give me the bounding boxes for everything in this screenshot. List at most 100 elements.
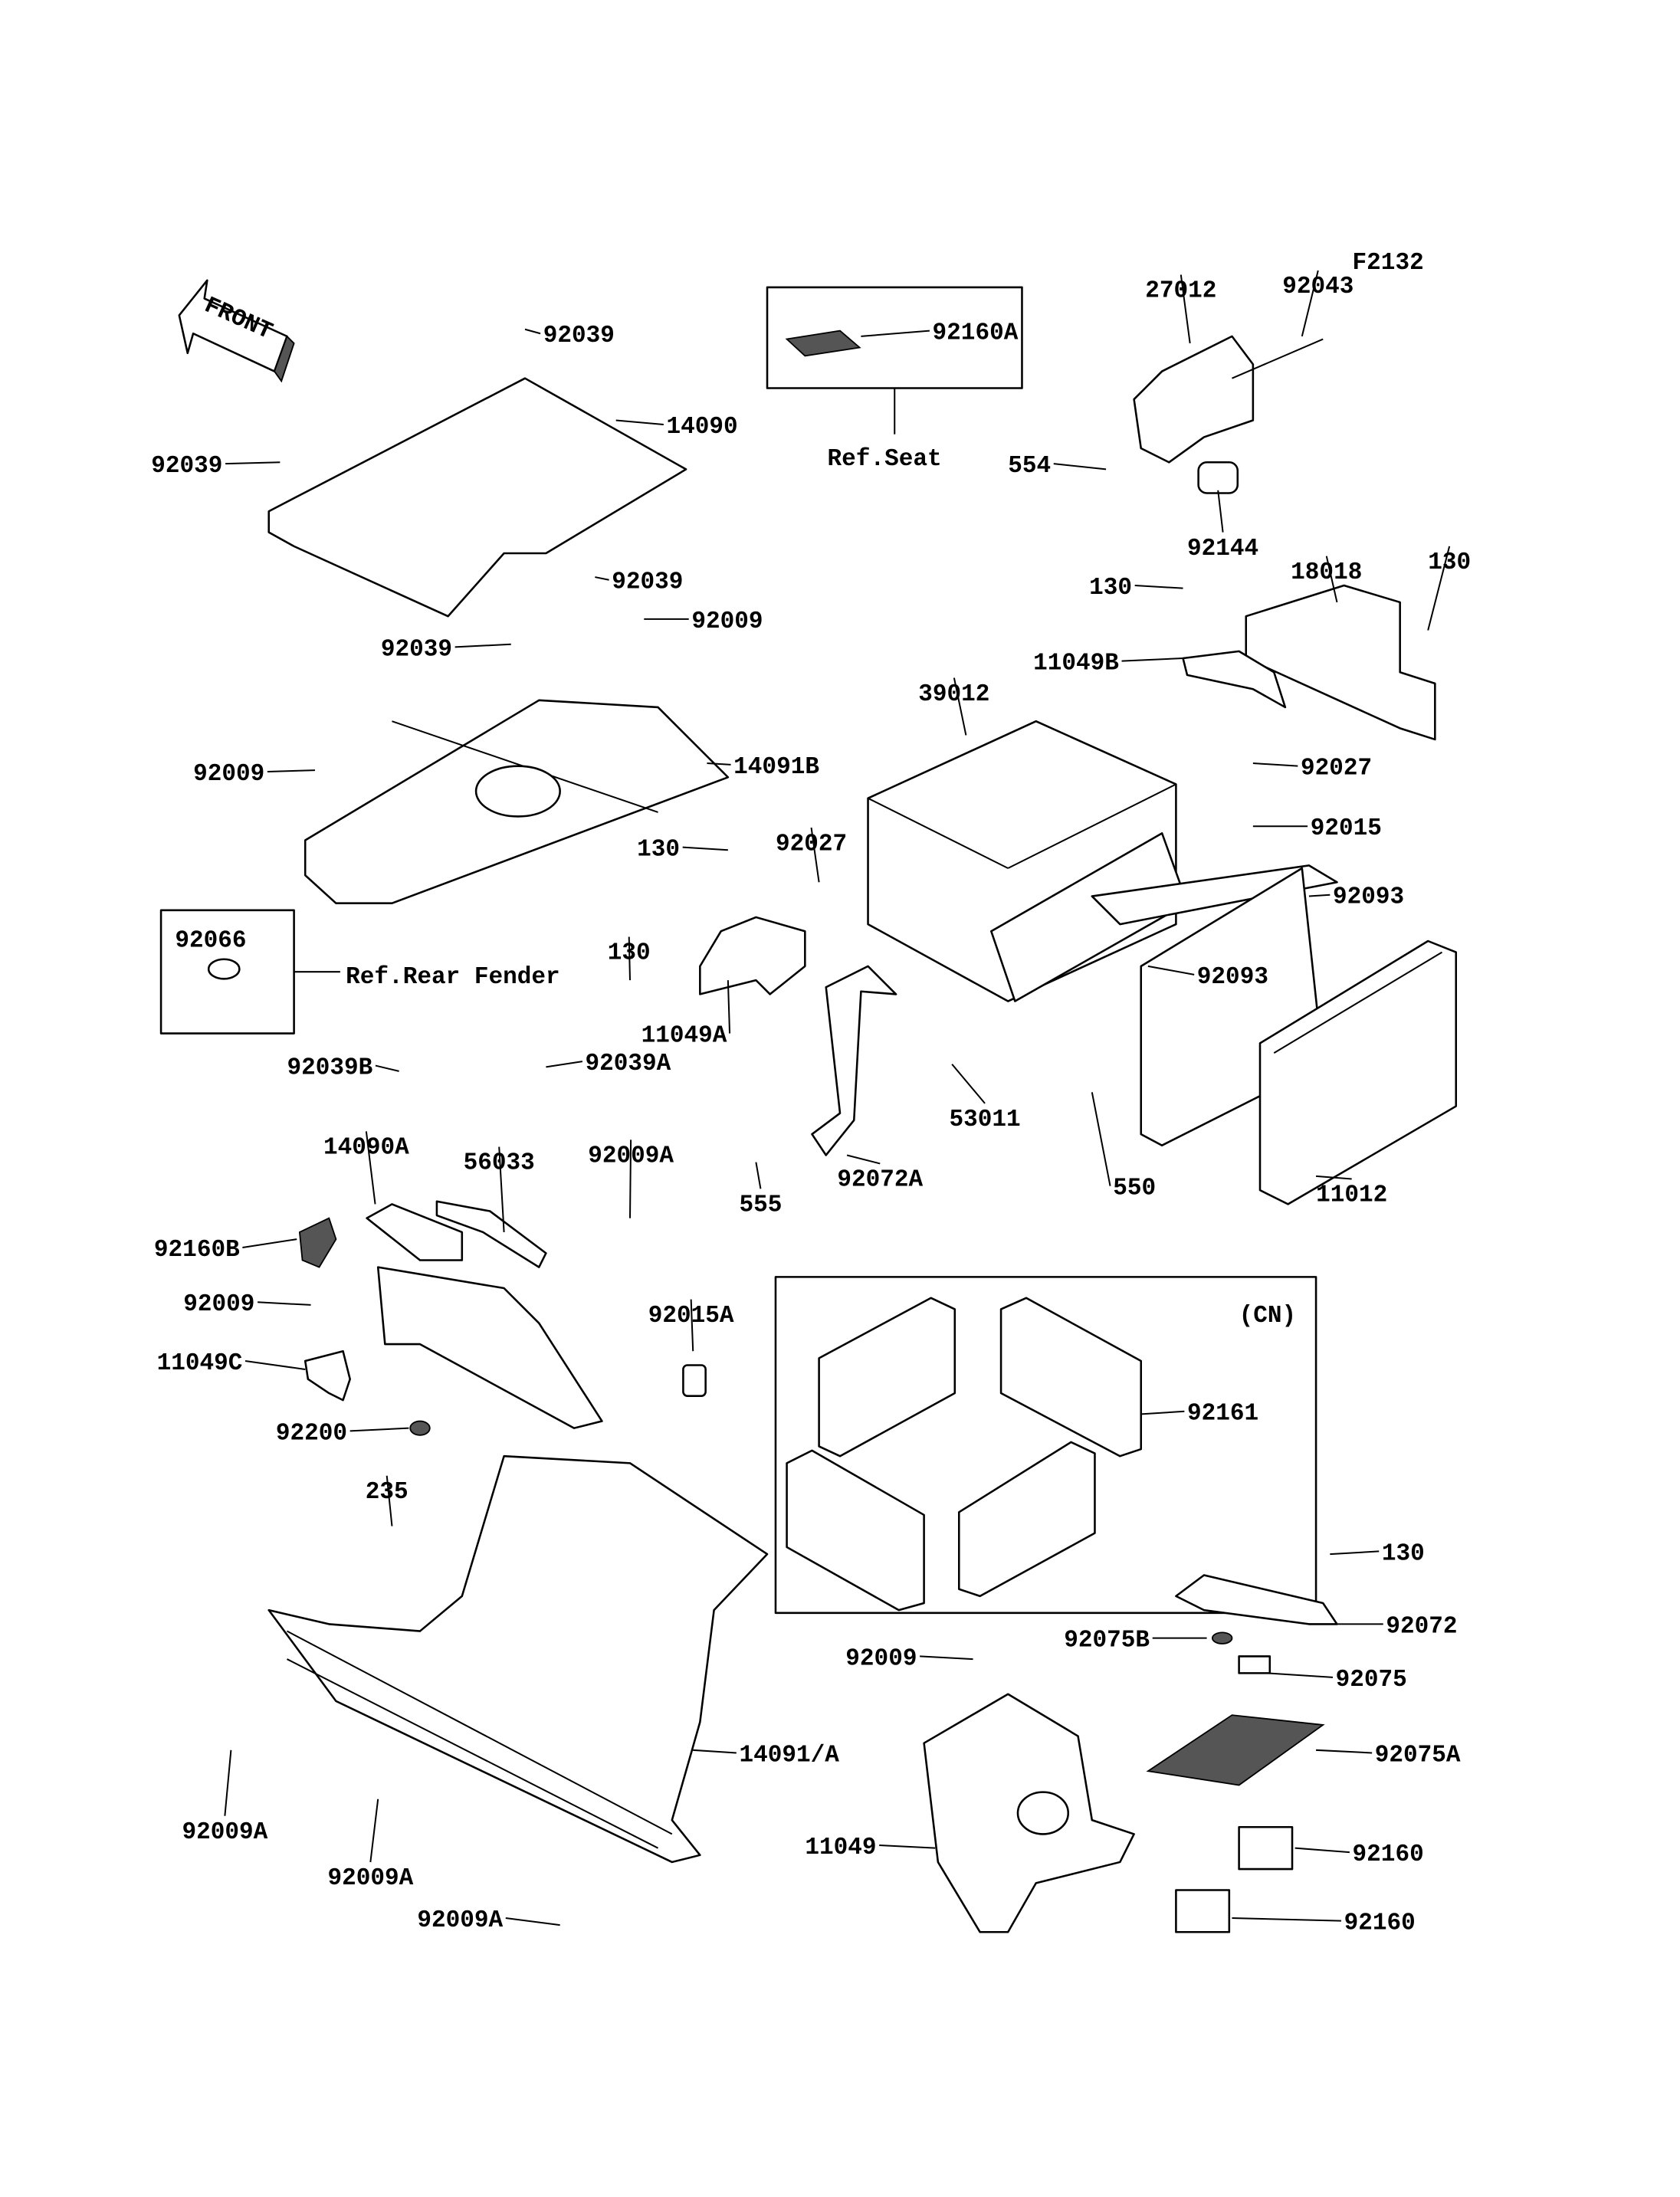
callout-92009: 92009 [845, 1645, 917, 1672]
leader-line [1325, 556, 1338, 603]
leader-line [386, 1475, 393, 1526]
callout-14090: 14090 [666, 414, 737, 441]
leader-line [369, 1799, 379, 1863]
leader-line [1232, 1917, 1341, 1922]
leader-line [1121, 657, 1183, 662]
hinge-27012 [1133, 335, 1255, 464]
lid-11012 [1258, 939, 1458, 1205]
leader-line [1316, 1749, 1373, 1754]
cover-14091A [267, 1454, 769, 1864]
callout-92039: 92039 [381, 636, 452, 663]
callout-11012: 11012 [1316, 1182, 1387, 1209]
cover-14090 [267, 377, 687, 618]
leader-line [693, 1749, 737, 1754]
front-arrow-icon: FRONT [178, 279, 295, 383]
callout-92161: 92161 [1187, 1401, 1258, 1428]
callout-92160b: 92160B [154, 1237, 240, 1264]
leader-line [953, 677, 967, 736]
pad-92075A [1146, 1714, 1325, 1786]
leader-line [810, 827, 820, 883]
callout-92027: 92027 [1301, 756, 1372, 782]
callout-11049: 11049 [805, 1835, 876, 1861]
leader-line [755, 1162, 762, 1189]
leader-line [1267, 1672, 1334, 1678]
leader-line [727, 980, 731, 1034]
callout-92027: 92027 [776, 831, 847, 857]
leader-line [244, 1360, 306, 1370]
callout-92009: 92009 [183, 1291, 254, 1318]
leader-line [365, 1131, 376, 1205]
callout-56033: 56033 [464, 1150, 535, 1177]
callout-92009: 92009 [193, 761, 264, 788]
leader-line [615, 419, 664, 425]
callout-92075a: 92075A [1375, 1742, 1461, 1769]
leader-line [1301, 270, 1319, 337]
callout-11049b: 11049B [1033, 651, 1119, 677]
callout-92015: 92015 [1311, 815, 1382, 842]
leader-line [1315, 1175, 1352, 1180]
leader-line [1053, 463, 1107, 471]
bracket-11049A [699, 916, 806, 995]
callout-92160a: 92160A [933, 320, 1019, 347]
leader-line [707, 762, 731, 766]
callout-92009a: 92009A [417, 1907, 503, 1934]
washer-92200 [409, 1420, 431, 1436]
callout-92039: 92039 [543, 323, 615, 349]
callout-92039: 92039 [151, 453, 222, 480]
callout-92144: 92144 [1187, 536, 1258, 562]
callout-130: 130 [637, 837, 680, 864]
bracket-18018 [1245, 584, 1436, 741]
leader-line [267, 769, 316, 772]
callout-92093: 92093 [1197, 964, 1268, 991]
callout-555: 555 [739, 1192, 782, 1219]
guard-56033 [435, 1200, 547, 1268]
leader-line [546, 1061, 583, 1068]
leader-line [1217, 490, 1224, 533]
leader-line [920, 1655, 973, 1661]
box-39012 [867, 720, 1189, 1002]
callout-92039b: 92039B [287, 1055, 372, 1082]
blocks-92161 [786, 1297, 1143, 1612]
callout-92075: 92075 [1336, 1667, 1407, 1694]
leader-line [846, 1154, 881, 1165]
cover-14090A-lower [376, 1266, 603, 1429]
callout-92039a: 92039A [586, 1051, 671, 1077]
cover-14090A [366, 1203, 464, 1261]
callout-130: 130 [1089, 575, 1132, 602]
leader-line [349, 1427, 409, 1432]
leader-line [879, 1844, 936, 1849]
leader-line [1330, 1550, 1380, 1556]
callout--cn-: (CN) [1239, 1303, 1297, 1330]
leader-line [1252, 762, 1298, 767]
callout-92075b: 92075B [1064, 1628, 1150, 1654]
spring-92144 [1197, 461, 1239, 494]
callout-ref-rear-fender: Ref.Rear Fender [346, 964, 559, 991]
collar-92015A [682, 1364, 707, 1397]
callout-14090a: 14090A [323, 1135, 409, 1162]
callout-130: 130 [1382, 1540, 1425, 1567]
callout-92072a: 92072A [837, 1167, 923, 1194]
callout-92009: 92009 [691, 608, 763, 635]
callout-92009a: 92009A [327, 1865, 413, 1892]
leader-line [1147, 965, 1195, 976]
callout-92160: 92160 [1344, 1910, 1416, 1937]
callout-92160: 92160 [1353, 1841, 1424, 1868]
callout-39012: 39012 [918, 681, 989, 708]
leader-line [498, 1146, 505, 1233]
leader-line [505, 1917, 560, 1926]
callout-27012: 27012 [1145, 278, 1216, 305]
leader-line [258, 1301, 311, 1306]
callout-11049a: 11049A [641, 1023, 727, 1050]
callout-11049c: 11049C [157, 1350, 243, 1377]
callout-14091b: 14091B [733, 754, 819, 781]
leader-line [628, 936, 632, 981]
leader-line [1180, 274, 1191, 344]
pad-92160B [298, 1217, 337, 1268]
callout-92015a: 92015A [648, 1303, 734, 1330]
leader-line [1091, 1092, 1111, 1186]
callout-92009a: 92009A [588, 1143, 674, 1170]
leader-line [454, 643, 511, 648]
leader-line [1140, 1410, 1185, 1415]
